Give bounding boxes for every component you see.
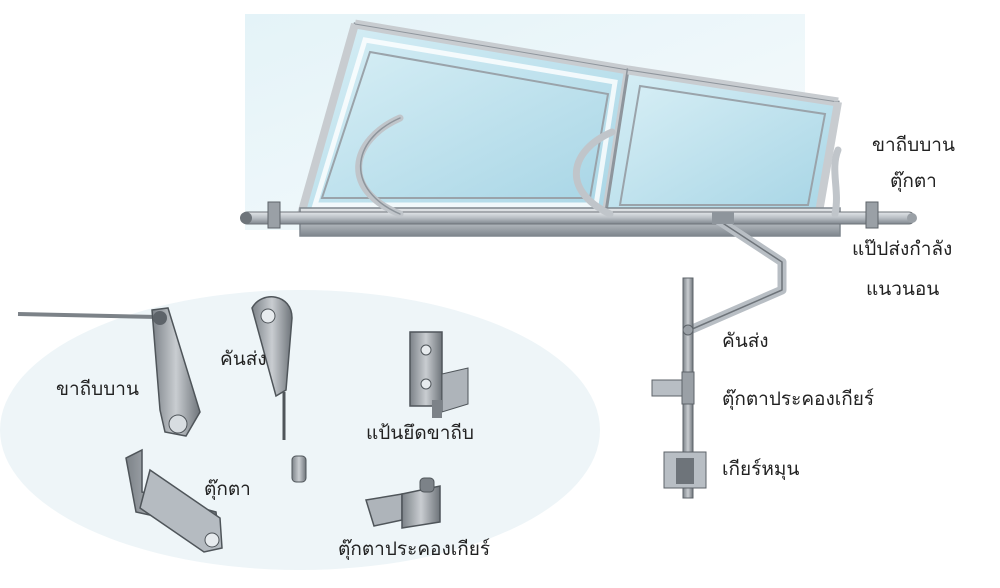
part-push-rod	[251, 296, 307, 483]
horizontal-drive-shaft	[240, 211, 917, 225]
label-right-plate: แป๊ปส่งกำลัง	[852, 238, 953, 260]
part-stay-plate	[409, 331, 469, 418]
label-right-horizontal: แนวนอน	[866, 278, 940, 300]
push-rod	[685, 212, 787, 335]
part-gearbox-bracket	[365, 477, 441, 529]
label-parts-gearbox-doll: ตุ๊กตาประคองเกียร์	[338, 538, 491, 560]
label-right-leg: ขาถีบบาน	[872, 134, 955, 156]
part-stay-arm	[17, 307, 201, 437]
part-doll-bracket	[125, 448, 223, 553]
label-parts-doll: ตุ๊กตา	[204, 478, 251, 500]
label-parts-leg: ขาถีบบาน	[56, 378, 139, 400]
window-stay-arms	[355, 114, 842, 218]
window-sash-right	[603, 65, 842, 220]
label-right-doll: ตุ๊กตา	[890, 170, 937, 192]
gearbox-support-bracket	[651, 371, 695, 405]
parts-background	[0, 290, 600, 570]
shaft-end-bracket-left	[267, 201, 281, 229]
label-parts-plate: แป้นยึดขาถีบ	[366, 422, 474, 444]
gear-head	[663, 451, 707, 489]
shaft-end-bracket-right	[865, 201, 879, 229]
label-right-pushrod: คันส่ง	[722, 330, 769, 352]
label-parts-pushrod: คันส่ง	[220, 348, 267, 370]
label-right-gear: เกียร์หมุน	[722, 458, 800, 480]
label-right-gearbox-doll: ตุ๊กตาประคองเกียร์	[722, 388, 875, 410]
